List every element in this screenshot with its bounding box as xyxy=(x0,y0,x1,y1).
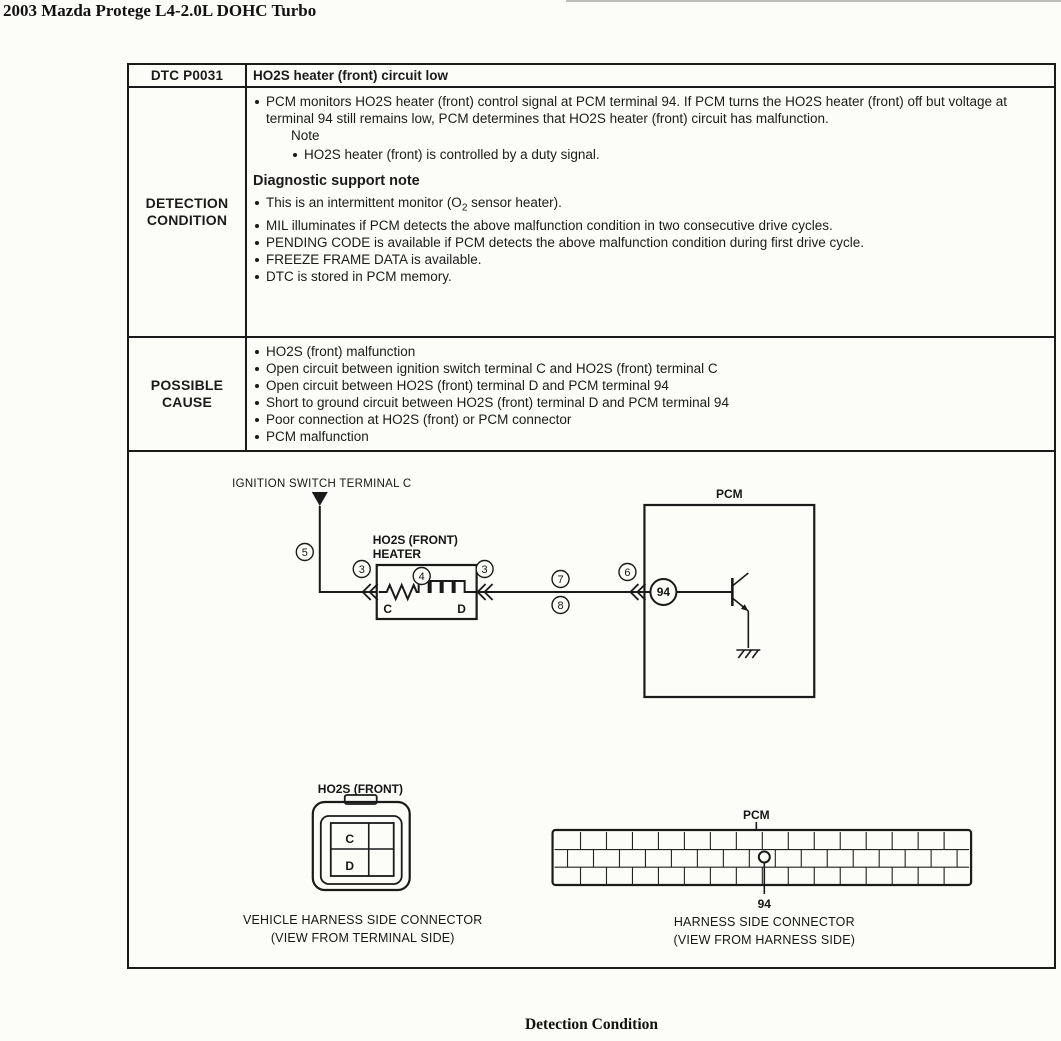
bullet-item: Short to ground circuit between HO2S (fr… xyxy=(253,394,1044,411)
pcm-box-label: PCM xyxy=(716,487,743,501)
circled-ref-3-left: 3 xyxy=(352,559,371,579)
support-note-list: This is an intermittent monitor (O2 sens… xyxy=(253,194,1044,285)
circled-ref-6: 6 xyxy=(618,562,637,582)
circled-ref-7: 7 xyxy=(551,569,570,589)
bullet-item: PCM monitors HO2S heater (front) control… xyxy=(253,93,1044,127)
svg-text:4: 4 xyxy=(419,571,425,583)
heater-terminal-c: C xyxy=(383,602,392,616)
connector-terminal-d: D xyxy=(345,859,354,873)
dtc-table: DTC P0031 HO2S heater (front) circuit lo… xyxy=(127,63,1056,969)
heater-label-line1: HO2S (FRONT) xyxy=(373,533,458,547)
bullet-item: This is an intermittent monitor (O2 sens… xyxy=(253,194,1044,217)
bullet-item: HO2S heater (front) is controlled by a d… xyxy=(291,146,1044,163)
possible-cause-label: POSSIBLE CAUSE xyxy=(129,338,247,450)
svg-text:5: 5 xyxy=(302,547,308,559)
bullet-item: FREEZE FRAME DATA is available. xyxy=(253,251,1044,268)
figure-caption: Detection Condition xyxy=(524,1016,659,1033)
connector-chevrons-heater-right xyxy=(476,583,494,601)
diagnostic-support-note-heading: Diagnostic support note xyxy=(253,173,420,189)
bullet-item: PCM malfunction xyxy=(253,428,1044,445)
subscript-2: 2 xyxy=(461,202,468,214)
pcm-connector-caption2: (VIEW FROM HARNESS SIDE) xyxy=(674,933,856,947)
ho2s-connector-caption2: (VIEW FROM TERMINAL SIDE) xyxy=(271,931,455,945)
svg-text:8: 8 xyxy=(557,600,563,612)
terminal-94-label: 94 xyxy=(758,897,772,911)
heater-label-line2: HEATER xyxy=(373,547,422,561)
text-fragment: sensor heater). xyxy=(467,195,562,210)
dtc-code: DTC P0031 xyxy=(129,65,247,86)
note-list: HO2S heater (front) is controlled by a d… xyxy=(291,146,1044,163)
bullet-item: MIL illuminates if PCM detects the above… xyxy=(253,217,1044,234)
circled-ref-5: 5 xyxy=(295,542,314,562)
text-fragment: This is an intermittent monitor (O xyxy=(266,195,462,210)
pcm-connector-terminal-94 xyxy=(757,850,771,864)
ignition-feed-arrow-icon xyxy=(311,492,328,506)
table-row-possible-cause: POSSIBLE CAUSE HO2S (front) malfunction … xyxy=(129,336,1054,450)
table-row-detection-condition: DETECTION CONDITION PCM monitors HO2S he… xyxy=(129,86,1054,336)
note-block: Note HO2S heater (front) is controlled b… xyxy=(291,127,1044,163)
ho2s-connector-title: HO2S (FRONT) xyxy=(318,782,403,796)
note-label: Note xyxy=(291,128,320,143)
pcm-connector-bricks xyxy=(554,832,970,885)
detection-intro-list: PCM monitors HO2S heater (front) control… xyxy=(253,93,1044,127)
heater-terminal-d: D xyxy=(457,602,466,616)
ho2s-connector-caption1: VEHICLE HARNESS SIDE CONNECTOR xyxy=(243,913,482,927)
possible-cause-content: HO2S (front) malfunction Open circuit be… xyxy=(247,338,1054,450)
ground-icon xyxy=(736,649,761,659)
ho2s-connector-drawing: C D xyxy=(311,794,411,892)
circled-ref-8: 8 xyxy=(551,595,570,615)
bullet-item: DTC is stored in PCM memory. xyxy=(253,268,1044,285)
bullet-item: Open circuit between ignition switch ter… xyxy=(253,360,1044,377)
wire-ignition-to-heater xyxy=(318,506,377,593)
transistor-icon xyxy=(731,572,750,648)
connector-chevrons-pcm xyxy=(629,583,647,601)
dtc-title: HO2S heater (front) circuit low xyxy=(253,68,449,83)
svg-text:3: 3 xyxy=(482,564,488,576)
table-row-wiring-diagram: IGNITION SWITCH TERMINAL C HO2S (FRONT) … xyxy=(129,450,1054,967)
pcm-connector-strip xyxy=(551,828,973,887)
bullet-item: HO2S (front) malfunction xyxy=(253,343,1044,360)
pcm-terminal-94-label: 94 xyxy=(657,585,671,599)
heater-resistor-icon xyxy=(378,580,477,602)
circled-ref-3-right: 3 xyxy=(475,559,494,579)
scan-artifact-line xyxy=(566,0,1061,2)
possible-cause-list: HO2S (front) malfunction Open circuit be… xyxy=(253,343,1044,445)
bullet-item: Poor connection at HO2S (front) or PCM c… xyxy=(253,411,1044,428)
svg-text:6: 6 xyxy=(624,567,630,579)
pcm-box xyxy=(643,503,816,699)
table-row-dtc-header: DTC P0031 HO2S heater (front) circuit lo… xyxy=(129,65,1054,86)
ignition-switch-label: IGNITION SWITCH TERMINAL C xyxy=(232,478,411,490)
pcm-connector-caption1: HARNESS SIDE CONNECTOR xyxy=(674,915,855,929)
detection-condition-label: DETECTION CONDITION xyxy=(129,88,247,336)
bullet-item: Open circuit between HO2S (front) termin… xyxy=(253,377,1044,394)
pcm-connector-title: PCM xyxy=(743,808,770,822)
bullet-item: PENDING CODE is available if PCM detects… xyxy=(253,234,1044,251)
wiring-diagram: IGNITION SWITCH TERMINAL C HO2S (FRONT) … xyxy=(232,478,973,947)
connector-terminal-c: C xyxy=(345,832,354,846)
svg-text:3: 3 xyxy=(359,564,365,576)
page-title: 2003 Mazda Protege L4-2.0L DOHC Turbo xyxy=(3,1,317,20)
circled-ref-4: 4 xyxy=(412,566,431,586)
svg-text:7: 7 xyxy=(557,574,563,586)
connector-chevrons-heater-left xyxy=(361,583,379,601)
detection-condition-content: PCM monitors HO2S heater (front) control… xyxy=(247,88,1054,336)
